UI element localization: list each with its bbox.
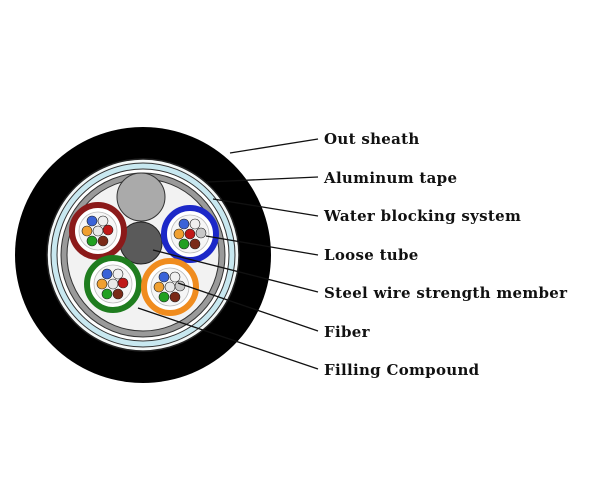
label-loose-tube: Loose tube <box>324 246 419 264</box>
label-water-blocking-system: Water blocking system <box>323 207 521 225</box>
label-aluminum-tape: Aluminum tape <box>323 169 457 187</box>
leader-filling-compound <box>137 307 319 370</box>
leader-loose-tube <box>205 235 319 256</box>
leader-out-sheath <box>229 138 319 154</box>
leader-steel-wire <box>152 249 319 293</box>
label-out-sheath: Out sheath <box>324 130 420 148</box>
fiber-bundle <box>153 271 186 303</box>
filler-rod <box>116 172 166 222</box>
fiber-bundle <box>81 215 114 247</box>
loose-tube-red <box>69 202 127 260</box>
label-fiber: Fiber <box>324 323 371 341</box>
leader-water-blocking <box>212 198 319 217</box>
label-steel-wire-strength-member: Steel wire strength member <box>324 284 568 302</box>
label-filling-compound: Filling Compound <box>324 361 480 379</box>
leader-aluminum-tape <box>206 176 319 183</box>
fiber-bundle <box>96 268 129 300</box>
leader-fiber <box>177 282 319 332</box>
loose-tube-green <box>84 255 142 313</box>
loose-tube-orange <box>141 258 199 316</box>
fiber-bundle <box>173 218 207 250</box>
loose-tube-blue <box>161 205 219 263</box>
